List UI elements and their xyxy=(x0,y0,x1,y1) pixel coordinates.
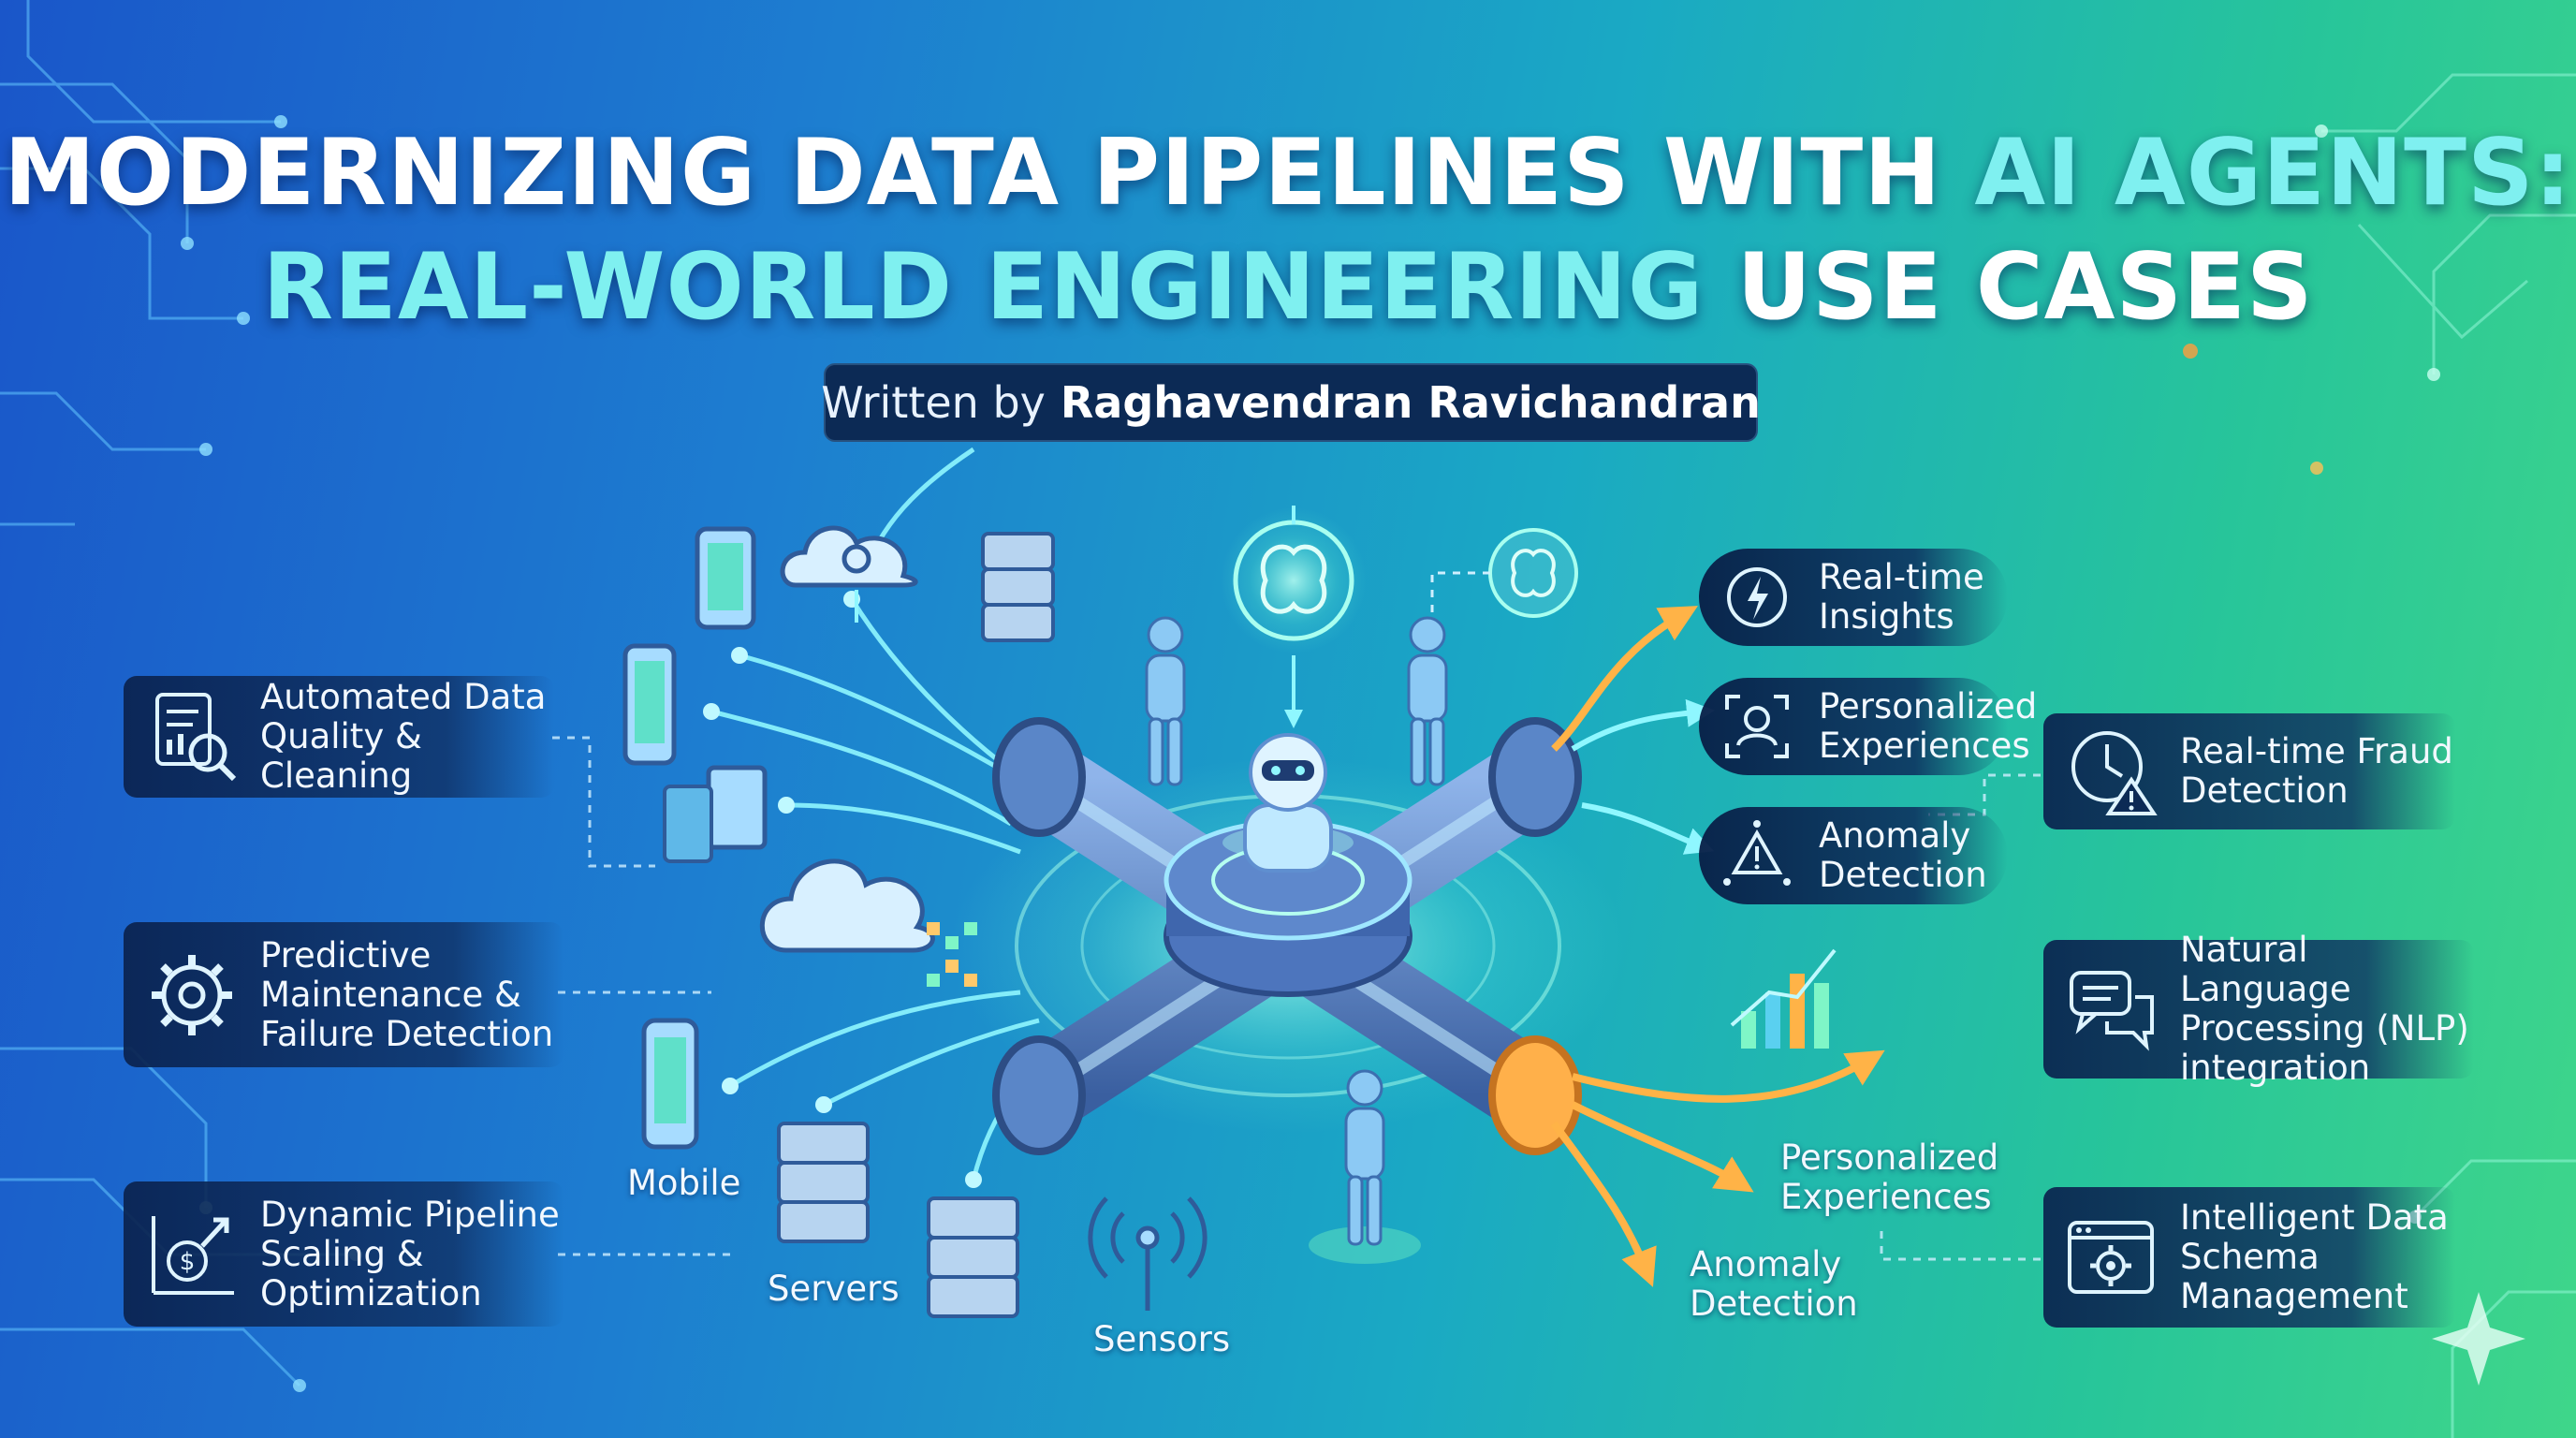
output-label-anomaly: Anomaly Detection xyxy=(1690,1244,1858,1324)
card-automated-data-quality: Automated Data Quality & Cleaning xyxy=(124,676,554,798)
source-label-servers: Servers xyxy=(768,1269,900,1309)
card-label: Intelligent Data Schema Management xyxy=(2180,1197,2449,1316)
title-accent: REAL-WORLD ENGINEERING xyxy=(262,234,1705,341)
title-part: USE CASES xyxy=(1736,234,2314,341)
card-label: Automated Data Quality & Cleaning xyxy=(260,677,547,796)
person-figure-left xyxy=(1145,616,1186,786)
card-label: Real-time Fraud Detection xyxy=(2180,731,2453,811)
author-byline: Written by Raghavendran Ravichandran xyxy=(821,363,1761,442)
card-label: Natural Language Processing (NLP) integr… xyxy=(2180,930,2469,1088)
monitor-device-icon xyxy=(663,765,768,863)
title-accent: AI AGENTS: xyxy=(1974,120,2572,227)
bar-chart-icon xyxy=(1730,948,1837,1049)
pill-label: Anomaly Detection xyxy=(1819,815,1987,895)
pill-personalized-experiences: Personalized Experiences xyxy=(1699,678,2037,775)
gear-wrench-icon xyxy=(152,954,232,1035)
dollar-growth-icon: $ xyxy=(152,1215,234,1295)
clock-alert-icon xyxy=(2071,731,2158,815)
title-part: MODERNIZING DATA PIPELINES WITH xyxy=(4,120,1942,227)
output-label-personalized: Personalized Experiences xyxy=(1780,1137,1999,1217)
page-title-line-1: MODERNIZING DATA PIPELINES WITH AI AGENT… xyxy=(0,120,2576,227)
card-nlp-integration: Natural Language Processing (NLP) integr… xyxy=(2043,931,2474,1088)
card-real-time-fraud-detection: Real-time Fraud Detection xyxy=(2043,713,2455,829)
page-title-line-2: REAL-WORLD ENGINEERING USE CASES xyxy=(0,234,2576,341)
mobile-phone-icon xyxy=(641,1018,699,1150)
brain-icon-main xyxy=(1221,506,1367,728)
brain-icon-small xyxy=(1430,528,1578,618)
pill-label: Personalized Experiences xyxy=(1819,686,2038,766)
document-magnifier-icon xyxy=(155,693,237,782)
svg-text:$: $ xyxy=(180,1248,196,1276)
tablet-device-icon xyxy=(695,526,756,630)
person-figure-right xyxy=(1407,616,1448,786)
source-label-sensors: Sensors xyxy=(1093,1319,1231,1359)
output-flow-cyan xyxy=(1571,698,1715,855)
byline-author: Raghavendran Ravichandran xyxy=(1060,377,1761,428)
network-alert-icon xyxy=(1723,820,1791,886)
card-intelligent-schema-management: Intelligent Data Schema Management xyxy=(2043,1187,2455,1328)
pill-anomaly-detection: Anomaly Detection xyxy=(1699,807,2008,904)
server-stack-icon xyxy=(777,1122,1019,1318)
output-flow-orange xyxy=(1550,606,1885,1287)
card-dynamic-pipeline-scaling: $ Dynamic Pipeline Scaling & Optimizatio… xyxy=(124,1181,564,1327)
pill-label: Real-time Insights xyxy=(1819,557,1984,637)
card-label: Predictive Maintenance & Failure Detecti… xyxy=(260,934,554,1054)
sparkle-icon xyxy=(2432,1292,2525,1386)
byline-prefix: Written by xyxy=(821,377,1046,428)
phone-device-icon xyxy=(622,643,677,766)
cloud-gear-icon xyxy=(780,525,918,623)
server-stack-top-icon xyxy=(981,532,1055,642)
source-label-mobile: Mobile xyxy=(627,1163,741,1203)
chat-bubbles-icon xyxy=(2070,971,2154,1051)
card-predictive-maintenance: Predictive Maintenance & Failure Detecti… xyxy=(124,922,564,1067)
data-blocks-icon xyxy=(927,922,977,987)
ai-agent-robot-icon xyxy=(1222,733,1354,873)
browser-gear-icon xyxy=(2068,1221,2154,1294)
central-hub xyxy=(1164,819,1412,997)
user-focus-icon xyxy=(1725,695,1789,758)
pill-real-time-insights: Real-time Insights xyxy=(1699,549,2008,646)
cloud-icon xyxy=(759,858,935,953)
card-label: Dynamic Pipeline Scaling & Optimization xyxy=(260,1194,560,1313)
sensor-antenna-icon xyxy=(1088,1196,1208,1311)
lightning-gauge-icon xyxy=(1727,567,1787,627)
person-figure-bottom xyxy=(1309,1069,1421,1264)
